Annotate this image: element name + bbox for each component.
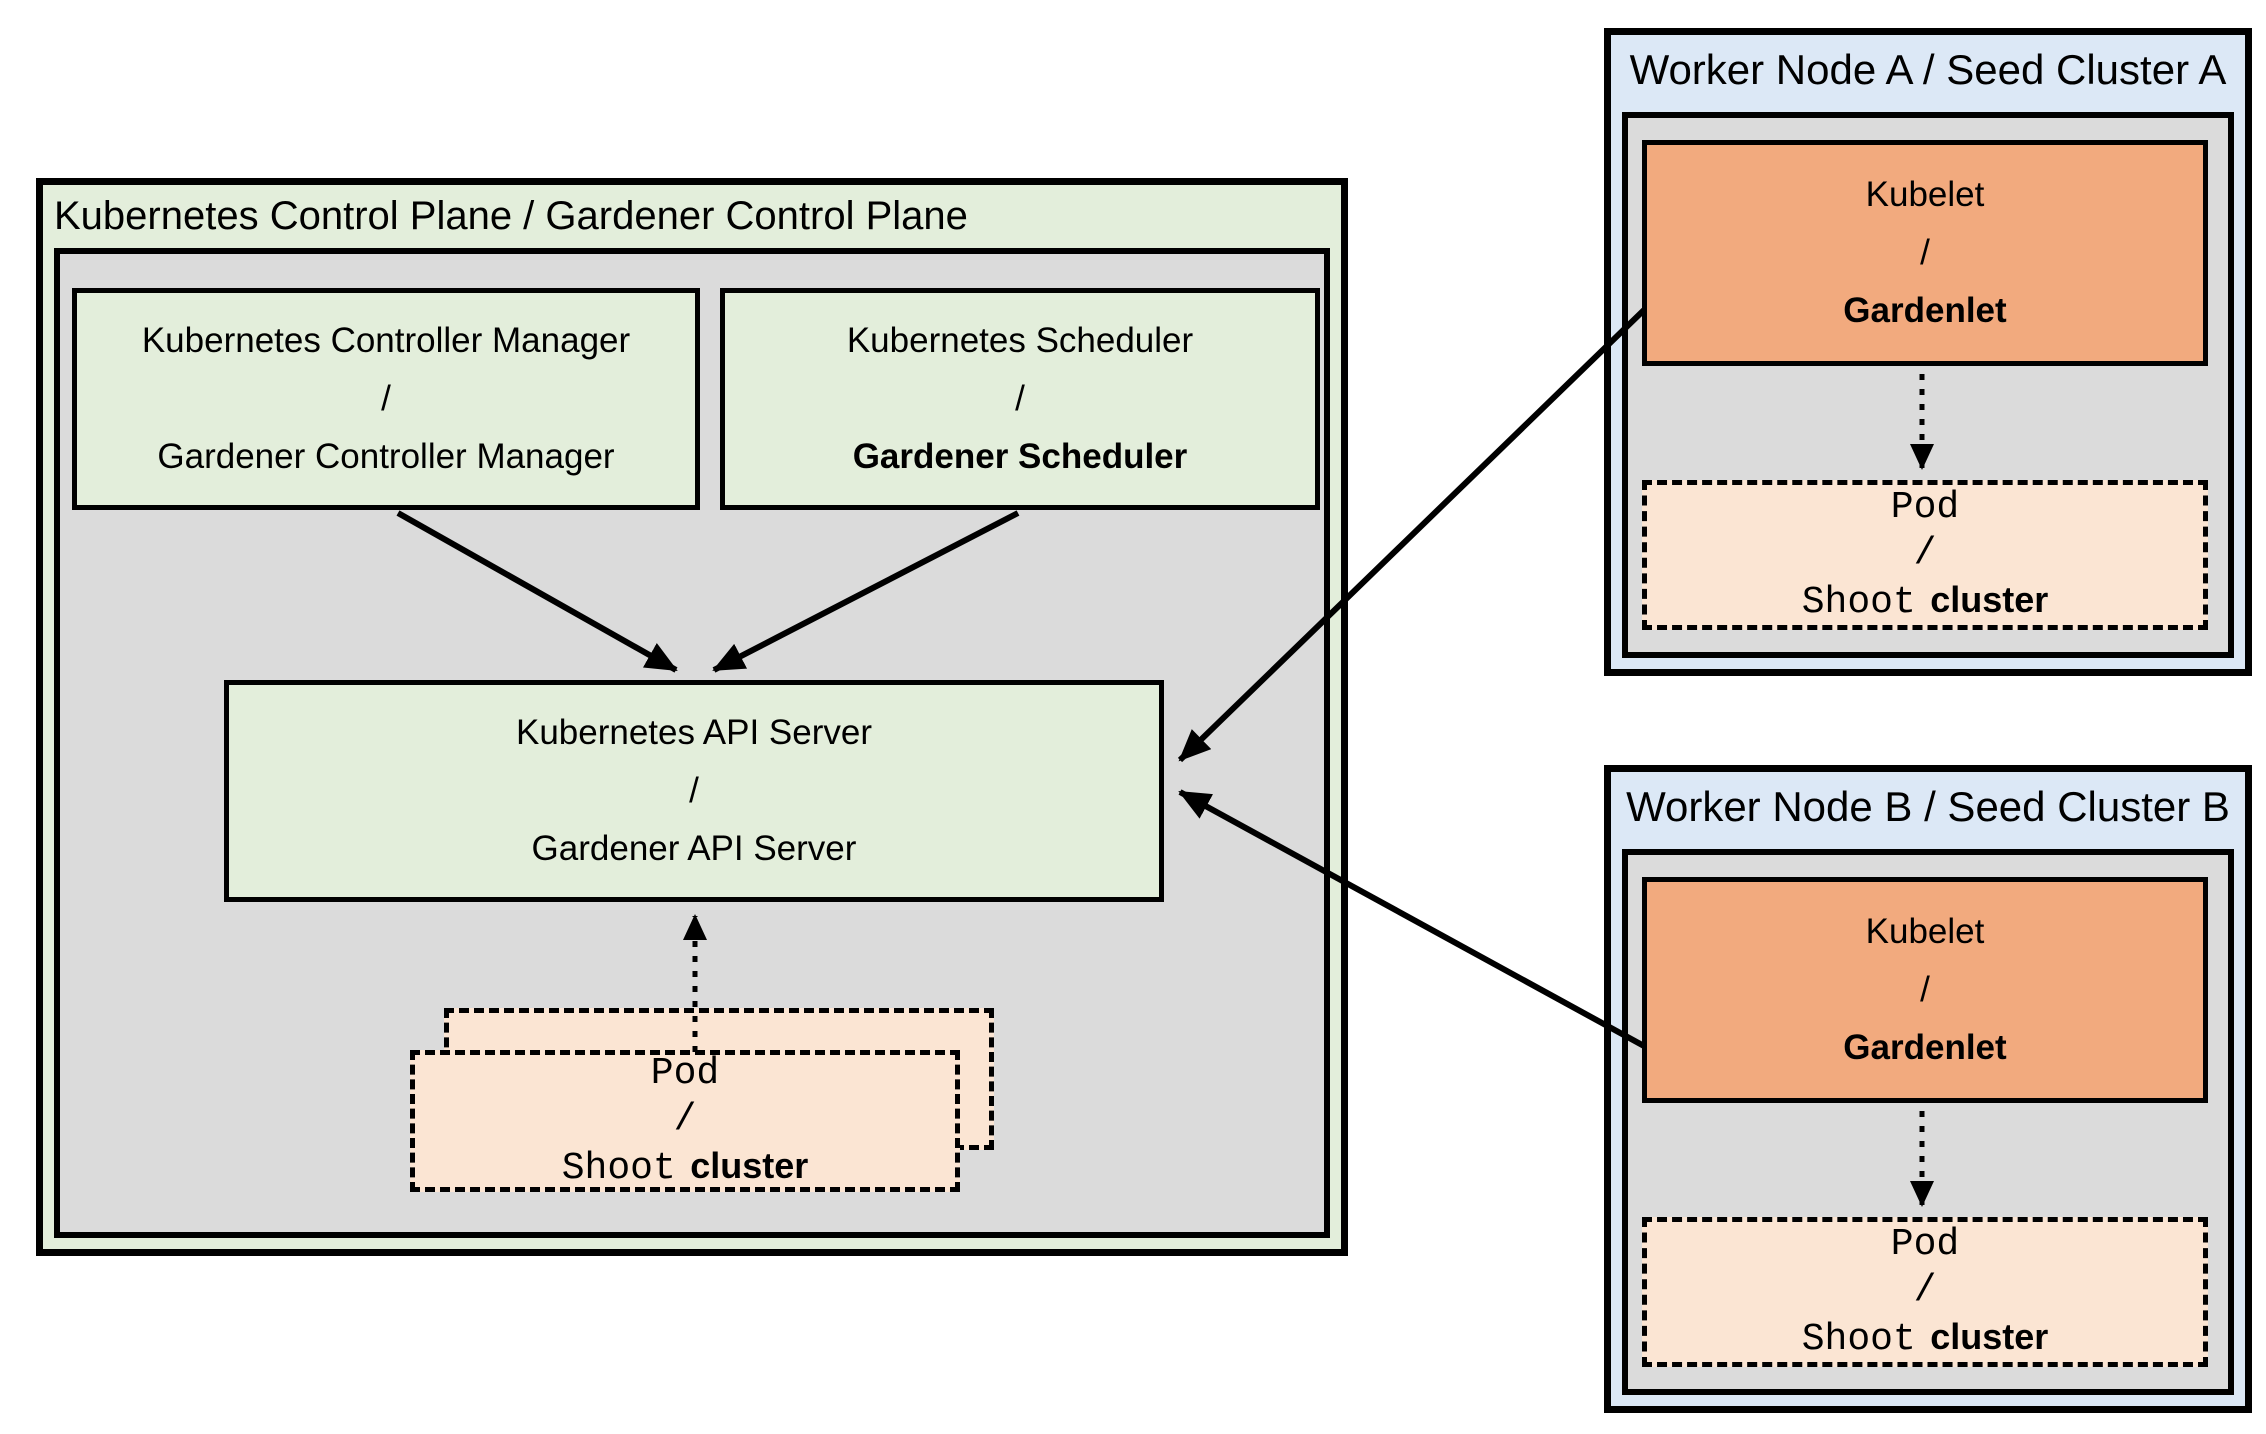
pod-b-separator: / [1913,1268,1937,1312]
pod-stack-line2: Shoot cluster [562,1143,809,1192]
api-server-line1: Kubernetes API Server [515,713,873,752]
api-server-separator: / [689,771,699,810]
worker-node-b-title: Worker Node B / Seed Cluster B [1626,783,2230,830]
control-plane-title: Kubernetes Control Plane / Gardener Cont… [54,194,968,238]
pod-b-line2: Shoot cluster [1802,1314,2049,1363]
pod-b-line1: Pod [1890,1222,1960,1266]
kubelet-b-line2: Gardenlet [1843,1028,2007,1067]
pod-a-separator: / [1913,531,1937,575]
worker-node-a-title: Worker Node A / Seed Cluster A [1629,46,2227,93]
pod-shoot-stack-front-box: Pod / Shoot cluster [410,1050,960,1192]
pod-stack-separator: / [673,1097,697,1141]
kubelet-a-line1: Kubelet [1865,175,1985,214]
api-server-line2: Gardener API Server [531,829,857,868]
controller-manager-line2: Gardener Controller Manager [157,437,615,476]
pod-a-line1: Pod [1890,485,1960,529]
kubelet-b-line1: Kubelet [1865,912,1985,951]
scheduler-line1: Kubernetes Scheduler [846,321,1194,360]
controller-manager-line1: Kubernetes Controller Manager [141,321,631,360]
pod-stack-line1: Pod [650,1051,720,1095]
kubelet-a-box: Kubelet / Gardenlet [1642,140,2208,366]
kubelet-b-box: Kubelet / Gardenlet [1642,877,2208,1103]
kubelet-a-line2: Gardenlet [1843,291,2007,330]
scheduler-box: Kubernetes Scheduler / Gardener Schedule… [720,288,1320,510]
scheduler-separator: / [1015,379,1025,418]
pod-shoot-a-box: Pod / Shoot cluster [1642,480,2208,630]
kubelet-a-separator: / [1920,233,1930,272]
api-server-box: Kubernetes API Server / Gardener API Ser… [224,680,1164,902]
controller-manager-separator: / [381,379,391,418]
pod-shoot-b-box: Pod / Shoot cluster [1642,1217,2208,1367]
pod-a-line2-suffix: cluster [1930,578,2049,620]
controller-manager-box: Kubernetes Controller Manager / Gardener… [72,288,700,510]
pod-a-line2: Shoot cluster [1802,577,2049,626]
scheduler-line2: Gardener Scheduler [852,437,1188,476]
pod-stack-line2-suffix: cluster [690,1144,809,1186]
pod-a-line2-mono: Shoot [1801,580,1916,624]
pod-b-line2-mono: Shoot [1801,1317,1916,1361]
kubelet-b-separator: / [1920,970,1930,1009]
pod-b-line2-suffix: cluster [1930,1315,2049,1357]
pod-stack-line2-mono: Shoot [561,1146,676,1190]
